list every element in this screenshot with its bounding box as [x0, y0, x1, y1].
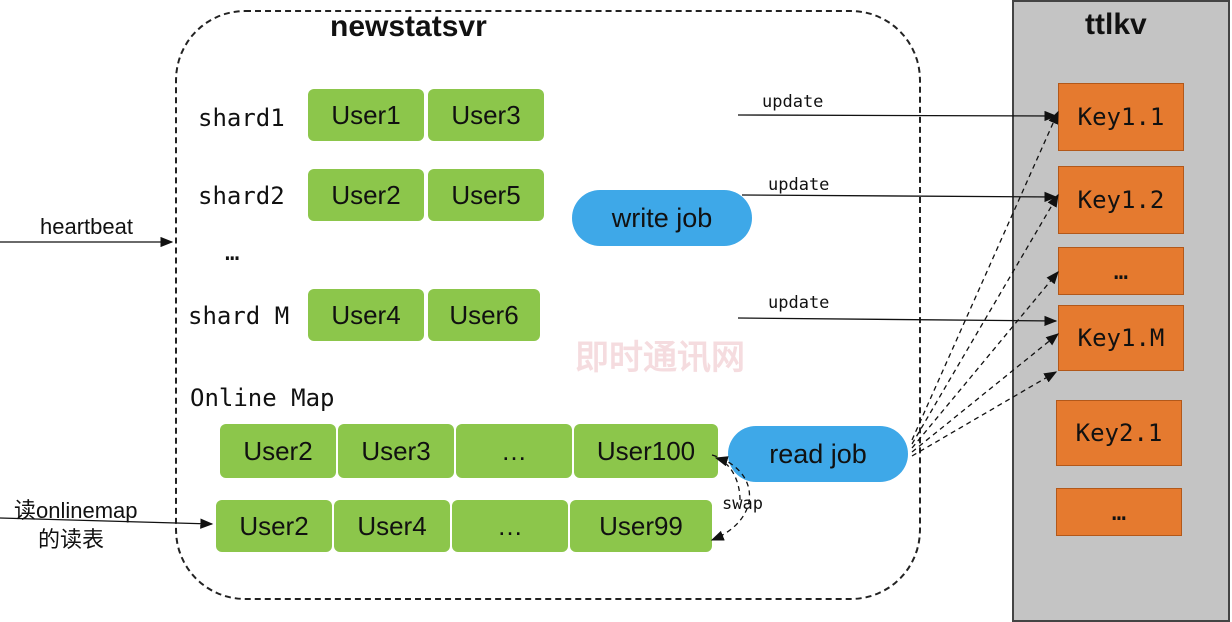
shard-user-cell: User6 — [428, 289, 540, 341]
online-map-cell: … — [452, 500, 568, 552]
update-label: update — [768, 175, 830, 195]
ttlkv-key: Key1.2 — [1058, 166, 1184, 234]
update-label: update — [768, 293, 830, 313]
ttlkv-key: Key2.1 — [1056, 400, 1182, 466]
read-arrow — [911, 193, 1059, 445]
update-arrow — [737, 110, 1058, 122]
shard-label: shard M — [188, 302, 290, 330]
ttlkv-key: Key1.1 — [1058, 83, 1184, 151]
online-map-cell: User4 — [334, 500, 450, 552]
update-arrow — [737, 315, 1058, 327]
shard-label: shard1 — [198, 104, 285, 132]
update-arrow — [741, 191, 1058, 203]
read-table-label: 的读表 — [38, 527, 105, 552]
online-map-label: Online Map — [190, 384, 335, 412]
heartbeat-label: heartbeat — [40, 214, 133, 239]
online-map-cell: User99 — [570, 500, 712, 552]
read-arrow — [911, 333, 1060, 453]
online-map-cell: User100 — [574, 424, 718, 478]
online-map-cell: … — [456, 424, 572, 478]
read-arrow — [911, 270, 1059, 449]
newstatsvr-title: newstatsvr — [330, 10, 487, 43]
watermark: 即时通讯网 — [575, 330, 745, 379]
read-arrow — [911, 371, 1058, 457]
read-arrow — [911, 110, 1059, 441]
online-map-cell: User3 — [338, 424, 454, 478]
watermark-text: 即时通讯网 — [575, 338, 745, 378]
shard-user-cell: User3 — [428, 89, 544, 141]
online-map-cell: User2 — [216, 500, 332, 552]
swap-label: swap — [722, 494, 763, 514]
shard-user-cell: User2 — [308, 169, 424, 221]
newstatsvr-container — [175, 10, 921, 600]
shard-user-cell: User1 — [308, 89, 424, 141]
read-job: read job — [728, 426, 908, 482]
shard-user-cell: User5 — [428, 169, 544, 221]
ttlkv-key: … — [1058, 247, 1184, 295]
shard-user-cell: User4 — [308, 289, 424, 341]
ttlkv-key: … — [1056, 488, 1182, 536]
write-job: write job — [572, 190, 752, 246]
online-map-cell: User2 — [220, 424, 336, 478]
swap-arrow — [710, 454, 750, 541]
read-table-arrow — [0, 517, 214, 529]
shard-label: shard2 — [198, 182, 285, 210]
shard-ellipsis: … — [225, 238, 240, 266]
ttlkv-key: Key1.M — [1058, 305, 1184, 371]
update-label: update — [762, 92, 824, 112]
ttlkv-title: ttlkv — [1085, 8, 1147, 41]
swap-arrow — [714, 456, 741, 501]
